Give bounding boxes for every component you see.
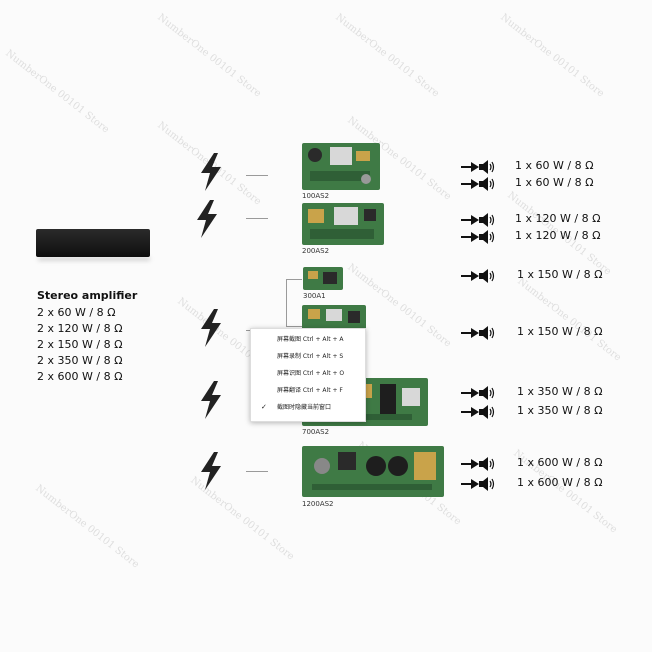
speaker-icon — [479, 269, 495, 283]
speaker-icon — [479, 405, 495, 419]
amp-board-100as2 — [302, 143, 380, 190]
output-spec: 1 x 60 W / 8 Ω — [515, 159, 594, 172]
menu-item-screen-ocr[interactable]: 屏幕识图 Ctrl + Alt + O — [277, 370, 345, 377]
watermark: NumberOne 00101 Store — [155, 12, 263, 100]
amplifier-title: Stereo amplifier — [37, 289, 138, 302]
arrow-right-icon — [461, 328, 479, 338]
output-spec: 1 x 60 W / 8 Ω — [515, 176, 594, 189]
checkmark-icon: ✓ — [261, 403, 267, 411]
board-label: 200AS2 — [302, 247, 330, 255]
connector-line — [246, 471, 268, 472]
output-spec: 1 x 600 W / 8 Ω — [517, 476, 603, 489]
menu-item-screen-translate[interactable]: 屏幕翻译 Ctrl + Alt + F — [277, 387, 343, 394]
output-spec: 1 x 120 W / 8 Ω — [515, 229, 601, 242]
watermark: NumberOne 00101 Store — [515, 276, 623, 364]
arrow-right-icon — [461, 179, 479, 189]
watermark: NumberOne 00101 Store — [498, 12, 606, 100]
speaker-icon — [479, 177, 495, 191]
output-spec: 1 x 150 W / 8 Ω — [517, 325, 603, 338]
amplifier-spec: 2 x 60 W / 8 Ω — [37, 306, 116, 319]
arrow-right-icon — [461, 271, 479, 281]
connector-line — [286, 279, 287, 327]
amplifier-image — [36, 229, 150, 257]
lightning-icon — [197, 200, 217, 238]
connector-line — [286, 326, 302, 327]
arrow-right-icon — [461, 388, 479, 398]
connector-line — [246, 175, 268, 176]
speaker-icon — [479, 457, 495, 471]
connector-line — [246, 218, 268, 219]
arrow-right-icon — [461, 479, 479, 489]
connector-line — [286, 279, 302, 280]
menu-item-hide-window[interactable]: ✓ 截图时隐藏当前窗口 — [251, 399, 365, 416]
arrow-right-icon — [461, 232, 479, 242]
menu-item-screenshot[interactable]: 屏幕截图 Ctrl + Alt + A — [277, 336, 344, 343]
amplifier-spec: 2 x 350 W / 8 Ω — [37, 354, 123, 367]
board-label: 700AS2 — [302, 428, 330, 436]
amp-board-1200as2 — [302, 446, 444, 497]
amplifier-shadow — [38, 257, 150, 261]
lightning-icon — [201, 309, 221, 347]
board-label: 100AS2 — [302, 192, 330, 200]
output-spec: 1 x 600 W / 8 Ω — [517, 456, 603, 469]
arrow-right-icon — [461, 459, 479, 469]
watermark: NumberOne 00101 Store — [3, 48, 111, 136]
arrow-right-icon — [461, 407, 479, 417]
output-spec: 1 x 120 W / 8 Ω — [515, 212, 601, 225]
lightning-icon — [201, 153, 221, 191]
lightning-icon — [201, 452, 221, 490]
watermark: NumberOne 00101 Store — [333, 12, 441, 100]
amp-board-200as2 — [302, 203, 384, 245]
amplifier-spec: 2 x 600 W / 8 Ω — [37, 370, 123, 383]
context-menu: 屏幕截图 Ctrl + Alt + A 屏幕录制 Ctrl + Alt + S … — [250, 328, 366, 422]
speaker-icon — [479, 230, 495, 244]
arrow-right-icon — [461, 162, 479, 172]
amplifier-spec: 2 x 120 W / 8 Ω — [37, 322, 123, 335]
speaker-icon — [479, 160, 495, 174]
lightning-icon — [201, 381, 221, 419]
board-label: 1200AS2 — [302, 500, 334, 508]
menu-item-screen-record[interactable]: 屏幕录制 Ctrl + Alt + S — [277, 353, 344, 360]
speaker-icon — [479, 386, 495, 400]
watermark: NumberOne 00101 Store — [33, 483, 141, 571]
board-label: 300A1 — [303, 292, 326, 300]
output-spec: 1 x 150 W / 8 Ω — [517, 268, 603, 281]
speaker-icon — [479, 213, 495, 227]
speaker-icon — [479, 326, 495, 340]
speaker-icon — [479, 477, 495, 491]
amp-board-300a1 — [303, 267, 343, 290]
amplifier-spec: 2 x 150 W / 8 Ω — [37, 338, 123, 351]
output-spec: 1 x 350 W / 8 Ω — [517, 404, 603, 417]
output-spec: 1 x 350 W / 8 Ω — [517, 385, 603, 398]
arrow-right-icon — [461, 215, 479, 225]
